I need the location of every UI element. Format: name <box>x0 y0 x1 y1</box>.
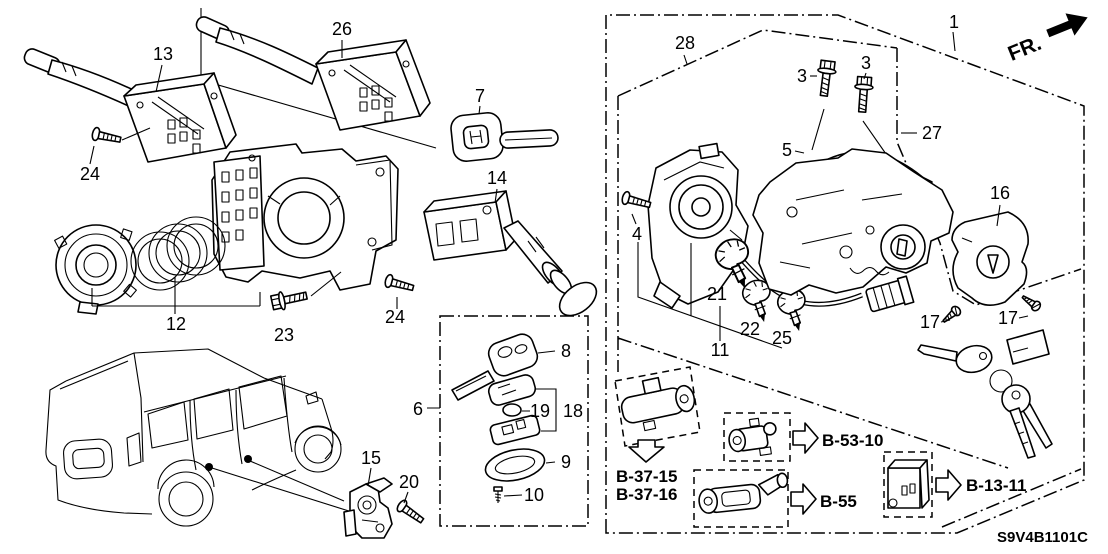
sub-assembly-28-boundary <box>617 29 1082 528</box>
part-17a-screw-drawing <box>939 303 964 326</box>
callout-part-23: 23 <box>274 325 294 345</box>
ref-label-b-37-16: B-37-16 <box>616 485 677 504</box>
callout-part-3b: 3 <box>861 53 871 73</box>
part-16-immobilizer-ring-drawing <box>951 211 1029 306</box>
callout-part-26: 26 <box>332 19 352 39</box>
callout-part-14: 14 <box>487 168 507 188</box>
ref-b13-immobilizer-unit: B-13-11 <box>883 451 1026 518</box>
callout-part-20: 20 <box>399 472 419 492</box>
ref-right-arrow-icon-b55 <box>790 483 817 515</box>
part-10-screw-drawing <box>493 486 503 503</box>
callout-part-21: 21 <box>707 284 727 304</box>
part-18-circuit-board-drawing <box>489 414 541 446</box>
ref-label-b-53-10: B-53-10 <box>822 431 883 450</box>
part-24a-screw-drawing <box>90 126 123 147</box>
part-24b-screw-drawing <box>383 273 416 295</box>
callout-part-28: 28 <box>675 33 695 53</box>
door-lock-leader-lines <box>211 460 353 513</box>
callout-part-6: 6 <box>413 399 423 419</box>
steering-lock-body-drawing <box>752 148 954 296</box>
callout-part-9: 9 <box>561 452 571 472</box>
callout-part-4: 4 <box>632 224 642 244</box>
callout-23-leader <box>310 271 342 297</box>
part-17b-screw-drawing <box>1019 291 1043 314</box>
fr-arrow-icon <box>1046 13 1088 38</box>
part-3a-bolt-drawing <box>814 59 838 98</box>
ref-label-b-37-15: B-37-15 <box>616 467 677 486</box>
callout-part-3a: 3 <box>797 66 807 86</box>
diagram-code: S9V4B1101C <box>997 529 1088 546</box>
callout-part-15: 15 <box>361 448 381 468</box>
callout-17-leaders <box>940 315 1029 323</box>
part-15-door-lock-actuator-drawing <box>343 477 393 539</box>
callout-part-24a: 24 <box>80 164 100 184</box>
part-12-cable-reel-drawing <box>54 224 137 315</box>
ref-label-b-13-11: B-13-11 <box>966 476 1026 495</box>
callout-part-17a: 17 <box>920 312 940 332</box>
callout-part-1: 1 <box>949 12 959 32</box>
callout-part-5: 5 <box>782 140 792 160</box>
ref-label-b-55: B-55 <box>820 492 857 511</box>
part-7-ignition-key-drawing <box>450 112 559 162</box>
part-26-lever-switch-drawing <box>195 16 431 131</box>
master-keys-with-tag-drawing <box>917 329 1053 459</box>
part-18-transmitter-case-drawing <box>487 374 537 406</box>
assembly-group-1-boundary <box>605 14 1085 534</box>
bolt-alignment-lines <box>811 108 887 155</box>
fr-direction-indicator: FR. <box>1005 13 1088 66</box>
part-3b-bolt-drawing <box>852 75 875 114</box>
callout-part-10: 10 <box>524 485 544 505</box>
callout-20-leader <box>403 491 409 504</box>
callout-part-22: 22 <box>740 319 760 339</box>
callout-part-11: 11 <box>711 340 730 360</box>
callout-part-12: 12 <box>166 314 186 334</box>
ref-b53-door-cylinder: B-53-10 <box>723 412 883 462</box>
ref-right-arrow-icon-b13 <box>935 469 962 501</box>
part-4-screw-drawing <box>620 190 653 212</box>
fr-label: FR. <box>1005 32 1045 66</box>
callout-part-25: 25 <box>772 328 792 348</box>
callout-part-24b: 24 <box>385 307 405 327</box>
part-13-turn-signal-switch-drawing <box>23 48 237 163</box>
callout-16-leader <box>996 204 1001 227</box>
combination-switch-base-drawing <box>211 143 399 291</box>
callout-4-11-leaders <box>631 213 783 349</box>
ref-down-arrow-icon <box>628 439 665 463</box>
callout-part-7: 7 <box>475 86 485 106</box>
combination-switch-cluster: 13 26 24 12 23 24 7 14 <box>23 8 598 345</box>
part-9-lower-cover-drawing <box>484 448 546 482</box>
callout-part-16: 16 <box>990 183 1010 203</box>
callout-part-19: 19 <box>530 401 550 421</box>
vehicle-illustration <box>45 348 353 527</box>
callout-part-13: 13 <box>153 44 173 64</box>
part-8-key-drawing <box>451 333 539 401</box>
callout-part-8: 8 <box>561 341 571 361</box>
part-11-key-cylinder-solenoid-drawing <box>647 142 749 309</box>
callout-14-leader <box>494 188 498 204</box>
callout-7-leader <box>478 105 481 115</box>
ref-b55-tailgate-cylinder: B-55 <box>693 469 857 528</box>
part-19-battery-drawing <box>502 403 522 417</box>
part-12-coil-springs-drawing <box>130 216 226 291</box>
part-14-wiper-switch-drawing <box>423 190 598 317</box>
part-20-screw-drawing <box>394 497 428 527</box>
callout-24a-leader <box>89 127 151 165</box>
callout-part-18: 18 <box>563 401 583 421</box>
callout-part-17b: 17 <box>998 308 1018 328</box>
callout-part-27: 27 <box>922 123 942 143</box>
ref-b37-glove-box-lock: B-37-15 B-37-16 <box>614 366 701 504</box>
key-fob-kit-box: 6 8 19 18 9 10 <box>413 315 589 527</box>
callout-12-leader <box>91 277 261 314</box>
fob-callout-leaders <box>427 350 557 497</box>
door-lock-point-front <box>205 463 213 471</box>
part-23-bolt-drawing <box>269 285 310 313</box>
ref-right-arrow-icon-b53 <box>792 422 819 454</box>
callout-15-leader <box>367 467 372 487</box>
